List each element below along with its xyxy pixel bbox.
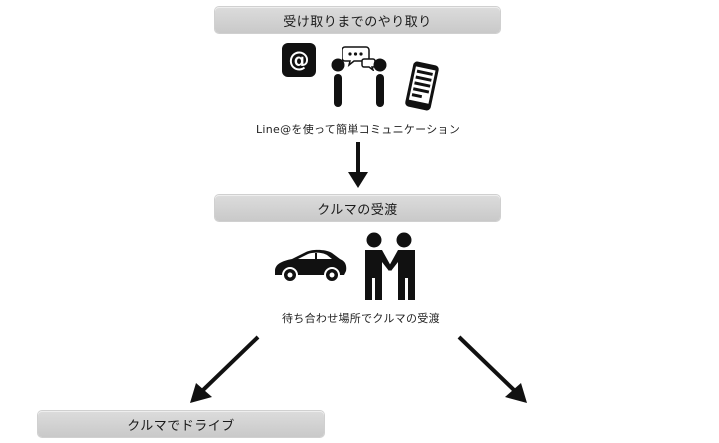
- step-1-title: 受け取りまでのやり取り: [283, 14, 432, 30]
- sports-car-icon: [275, 249, 347, 283]
- two-people-icon: [331, 58, 387, 107]
- step-1-caption: Line@を使って簡単コミュニケーション: [256, 123, 461, 136]
- step-2-caption: 待ち合わせ場所でクルマの受渡: [282, 312, 440, 325]
- step-2-title-box: クルマの受渡: [215, 195, 500, 221]
- step-3-title: クルマでドライブ: [127, 418, 235, 434]
- down-right-arrow: [457, 335, 527, 403]
- at-sign-icon: @: [282, 43, 316, 77]
- step-1-title-box: 受け取りまでのやり取り: [215, 7, 500, 33]
- step-3-title-box: クルマでドライブ: [38, 411, 324, 437]
- handshake-icon: [365, 232, 415, 300]
- smartphone-icon: [405, 61, 439, 111]
- down-left-arrow: [190, 335, 260, 403]
- step-2-title: クルマの受渡: [317, 202, 398, 218]
- svg-text:@: @: [289, 48, 310, 72]
- chat-bubbles-icon: [342, 46, 376, 71]
- down-arrow: [348, 142, 368, 188]
